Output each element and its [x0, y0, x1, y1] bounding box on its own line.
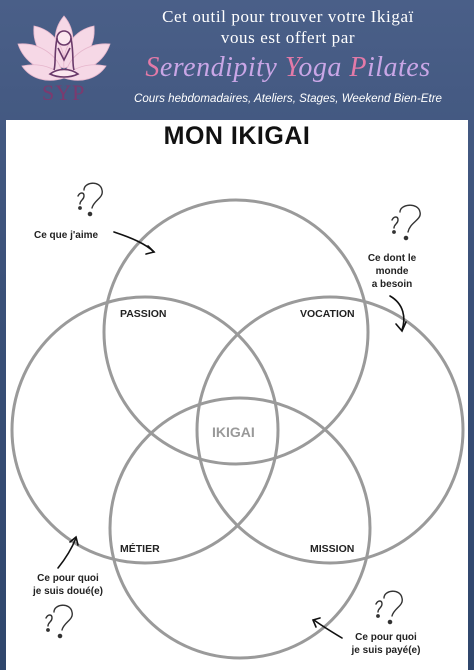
brand-letter-p: P: [349, 52, 367, 83]
brand-letter-y: Y: [284, 52, 299, 83]
note-what-world-needs: Ce dont le monde a besoin: [364, 252, 420, 291]
note-world-line-3: a besoin: [371, 279, 413, 290]
circle-paid-for: [108, 396, 372, 660]
note-paid-line-2: je suis payé(e): [351, 645, 421, 656]
brand-name: Serendipity Yoga Pilates: [118, 52, 458, 84]
arrow-world-head-icon: [395, 321, 407, 333]
arrow-world-icon: [389, 295, 405, 331]
note-good-line-1: Ce pour quoi: [37, 573, 99, 584]
question-mark-love-icon: [77, 182, 103, 217]
tagline: Cet outil pour trouver votre Ikigaï vous…: [118, 6, 458, 48]
arrow-good-head-icon: [69, 535, 79, 546]
label-ikigai: IKIGAI: [212, 424, 255, 440]
label-metier: MÉTIER: [120, 543, 160, 555]
course-subline: Cours hebdomadaires, Ateliers, Stages, W…: [133, 92, 443, 105]
question-mark-paid-icon: [375, 590, 403, 625]
note-world-line-2: monde: [375, 266, 409, 277]
circle-world-needs: [195, 295, 465, 565]
arrow-paid-icon: [313, 619, 343, 639]
note-world-line-1: Ce dont le: [367, 253, 417, 264]
brand-letter-s: S: [145, 52, 160, 83]
brand-part-3: ilates: [366, 52, 431, 83]
note-good-line-2: je suis doué(e): [32, 586, 103, 597]
tagline-line-2: vous est offert par: [220, 28, 356, 47]
brand-part-1: erendipity: [159, 52, 285, 83]
note-what-i-love: Ce que j'aime: [34, 230, 99, 241]
brand-part-2: oga: [298, 52, 350, 83]
label-passion: PASSION: [120, 308, 167, 320]
label-vocation: VOCATION: [300, 308, 355, 320]
circle-love: [102, 198, 370, 466]
question-mark-good-icon: [45, 604, 73, 639]
tagline-line-1: Cet outil pour trouver votre Ikigaï: [162, 7, 414, 26]
note-what-i-am-good-at: Ce pour quoi je suis doué(e): [20, 572, 116, 598]
header: SYP Cet outil pour trouver votre Ikigaï …: [0, 0, 474, 116]
logo-text: SYP: [42, 80, 86, 105]
question-mark-world-icon: [391, 204, 421, 241]
arrow-good-icon: [57, 537, 77, 569]
page-title: MON IKIGAI: [163, 122, 311, 150]
note-paid-line-1: Ce pour quoi: [355, 632, 417, 643]
lotus-yogi-logo-icon: [17, 15, 111, 81]
arrow-love-head-icon: [145, 245, 156, 255]
note-what-i-am-paid-for: Ce pour quoi je suis payé(e): [338, 631, 434, 657]
circle-good-at: [10, 295, 280, 565]
ikigai-worksheet: [6, 120, 468, 670]
arrow-paid-head-icon: [311, 617, 321, 628]
label-mission: MISSION: [310, 543, 355, 555]
